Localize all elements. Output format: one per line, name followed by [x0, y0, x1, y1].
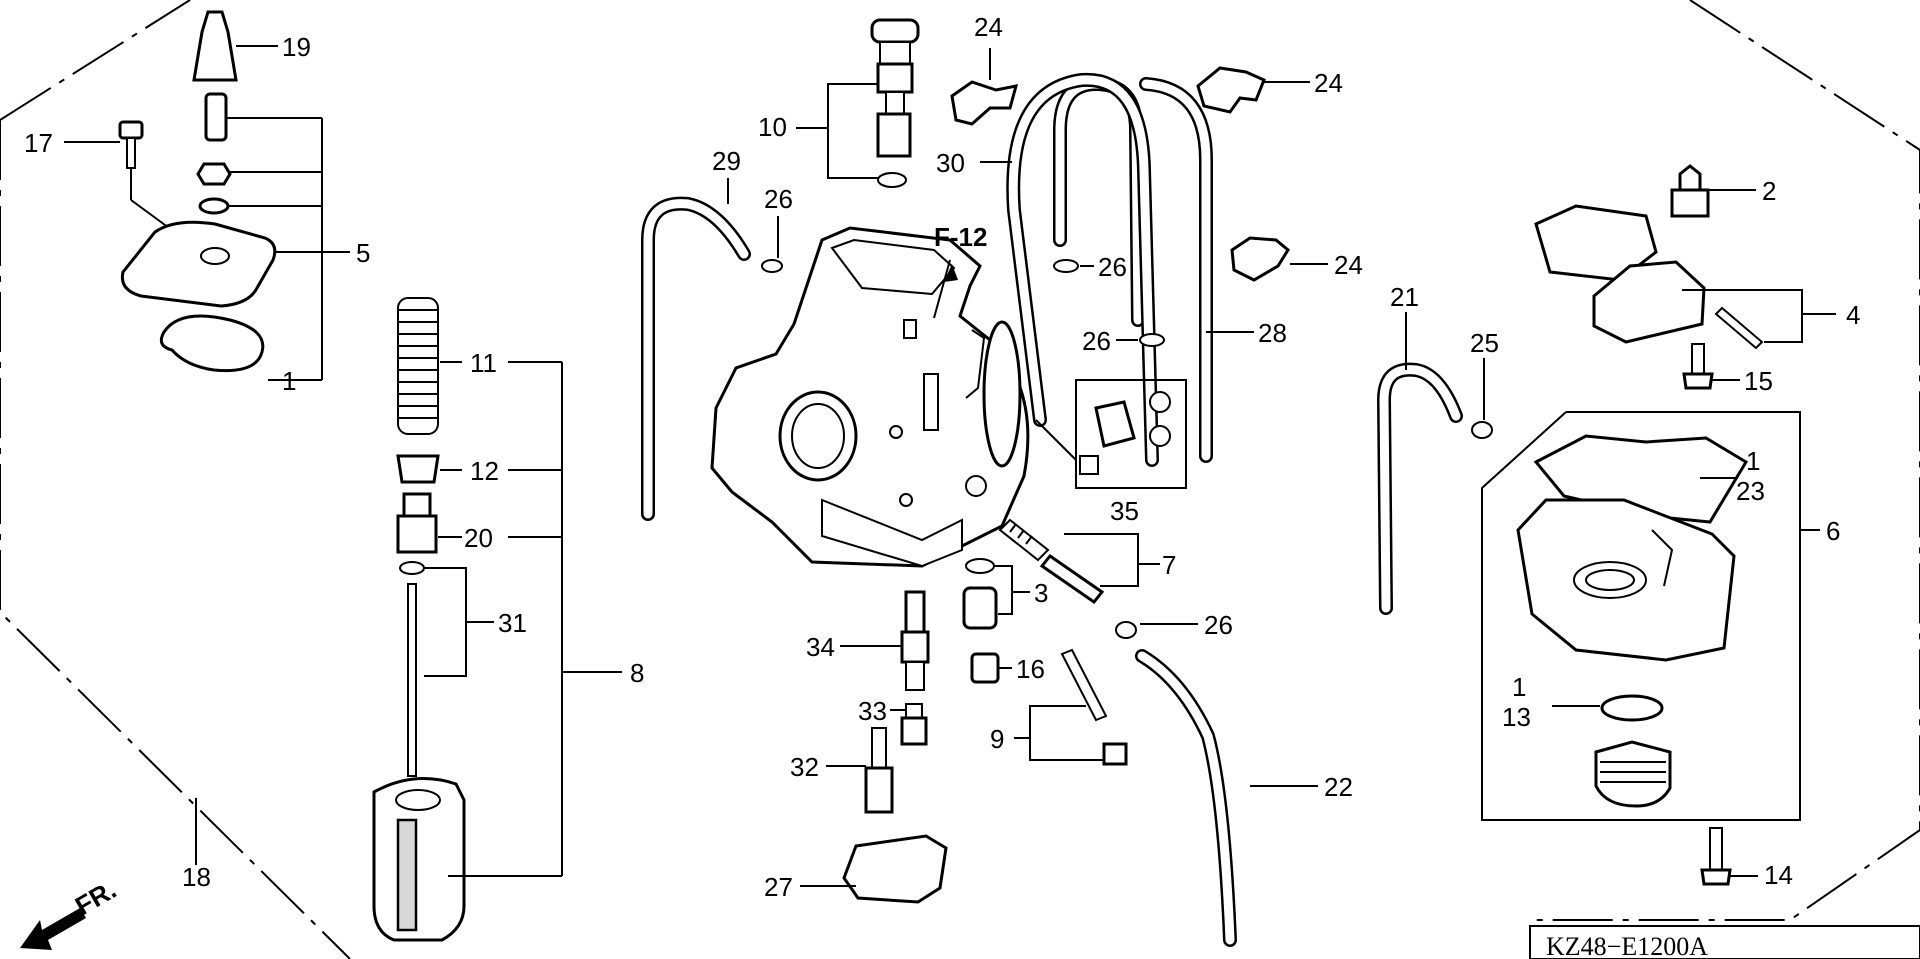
- carburetor-body: [710, 226, 1030, 568]
- callout-labels: 19 17 5 1 11 12 20 31 8 18 10 29 26 24 3…: [24, 12, 1860, 902]
- adjuster-washer: [198, 197, 322, 215]
- callout-26-upper-left: 26: [764, 184, 793, 214]
- callout-31: 31: [498, 608, 527, 638]
- callout-35: 35: [1110, 496, 1139, 526]
- vent-hose-28: [1139, 77, 1254, 463]
- adjuster-nut: [196, 162, 322, 186]
- idle-screw-9: [1014, 648, 1128, 766]
- float-screw-15: [1682, 343, 1740, 390]
- callout-34: 34: [806, 632, 835, 662]
- overflow-hose-29: [641, 178, 751, 521]
- float-chamber-screw-14: [1700, 827, 1758, 886]
- clip-26-lower: [1116, 333, 1165, 347]
- callout-13: 13: [1502, 702, 1531, 732]
- clip-25: [1471, 358, 1493, 439]
- hose-clamp-right: [1196, 66, 1310, 114]
- callout-1-gasket: 1: [1746, 446, 1760, 476]
- throttle-valve: [372, 777, 562, 942]
- float-chamber: [1516, 498, 1736, 662]
- clip-26-upper-left: [761, 216, 783, 273]
- spring-seat: [396, 454, 562, 484]
- starter-jet-32: [826, 727, 894, 814]
- callout-33: 33: [858, 696, 887, 726]
- callout-14: 14: [1764, 860, 1793, 890]
- top-cover-gasket: [159, 314, 322, 381]
- drain-screw-16: [970, 652, 1012, 684]
- drain-plug: [1594, 740, 1672, 808]
- callout-24-mid: 24: [1334, 250, 1363, 280]
- callout-26-lower: 26: [1082, 326, 1111, 356]
- cable-adjuster-cap: [192, 10, 278, 82]
- callout-9: 9: [990, 724, 1004, 754]
- callout-24-top: 24: [974, 12, 1003, 42]
- callout-21: 21: [1390, 282, 1419, 312]
- vent-hose-21: [1376, 312, 1463, 615]
- overflow-hose-22: [1135, 649, 1318, 947]
- callout-10: 10: [758, 112, 787, 142]
- callout-25: 25: [1470, 328, 1499, 358]
- callout-30: 30: [936, 148, 965, 178]
- diagram-code: KZ48−E1200A: [1546, 932, 1708, 959]
- clip-26-bottom: [1115, 621, 1198, 639]
- hose-clamp-mid: [1230, 236, 1328, 282]
- callout-16: 16: [1016, 654, 1045, 684]
- callout-1-o-ring: 1: [1512, 672, 1526, 702]
- front-arrow: FR.: [20, 874, 121, 950]
- vent-hose-30: [980, 72, 1159, 467]
- clip-26-mid: [1053, 259, 1094, 273]
- callout-2: 2: [1762, 176, 1776, 206]
- jet-holder-27: [800, 834, 948, 904]
- top-cover: [120, 220, 350, 308]
- callout-8: 8: [630, 658, 644, 688]
- hose-clamp-top: [950, 48, 1019, 126]
- callout-28: 28: [1258, 318, 1287, 348]
- callout-11: 11: [470, 348, 497, 378]
- callout-18: 18: [182, 862, 211, 892]
- callout-23: 23: [1736, 476, 1765, 506]
- callout-12: 12: [470, 456, 499, 486]
- callout-24-right: 24: [1314, 68, 1343, 98]
- float-valve-2: [1670, 164, 1756, 218]
- callout-4: 4: [1846, 300, 1860, 330]
- pilot-screw-7: [998, 518, 1160, 605]
- callout-3: 3: [1034, 578, 1048, 608]
- air-screw-set: [796, 18, 920, 188]
- f12-reference-label: F-12: [934, 222, 987, 252]
- top-cover-bolt: [64, 120, 181, 237]
- callout-5: 5: [356, 238, 370, 268]
- callout-22: 22: [1324, 772, 1353, 802]
- cable-adjuster: [204, 92, 322, 142]
- needle-jet-34: [840, 590, 930, 691]
- callout-17: 17: [24, 128, 53, 158]
- main-jet-3: [962, 558, 1030, 630]
- callout-26-bottom: 26: [1204, 610, 1233, 640]
- slow-jet-33: [890, 703, 928, 746]
- callout-15: 15: [1744, 366, 1773, 396]
- float-4: [1534, 204, 1836, 350]
- plate-set-35: [1035, 379, 1187, 489]
- callout-6: 6: [1826, 516, 1840, 546]
- needle-holder: [396, 492, 562, 554]
- throttle-valve-spring: [397, 297, 562, 435]
- callout-27: 27: [764, 872, 793, 902]
- callout-7: 7: [1162, 550, 1176, 580]
- jet-needle: [399, 561, 494, 777]
- float-chamber-group: [1481, 411, 1820, 821]
- callout-19: 19: [282, 32, 311, 62]
- callout-32: 32: [790, 752, 819, 782]
- diagram-code-box: KZ48−E1200A: [1529, 925, 1920, 959]
- float-chamber-o-ring-13: [1552, 694, 1664, 722]
- callout-1-top-cover: 1: [282, 366, 296, 396]
- f12-reference: F-12: [933, 222, 987, 319]
- callout-26-mid: 26: [1098, 252, 1127, 282]
- callout-20: 20: [464, 523, 493, 553]
- callout-29: 29: [712, 146, 741, 176]
